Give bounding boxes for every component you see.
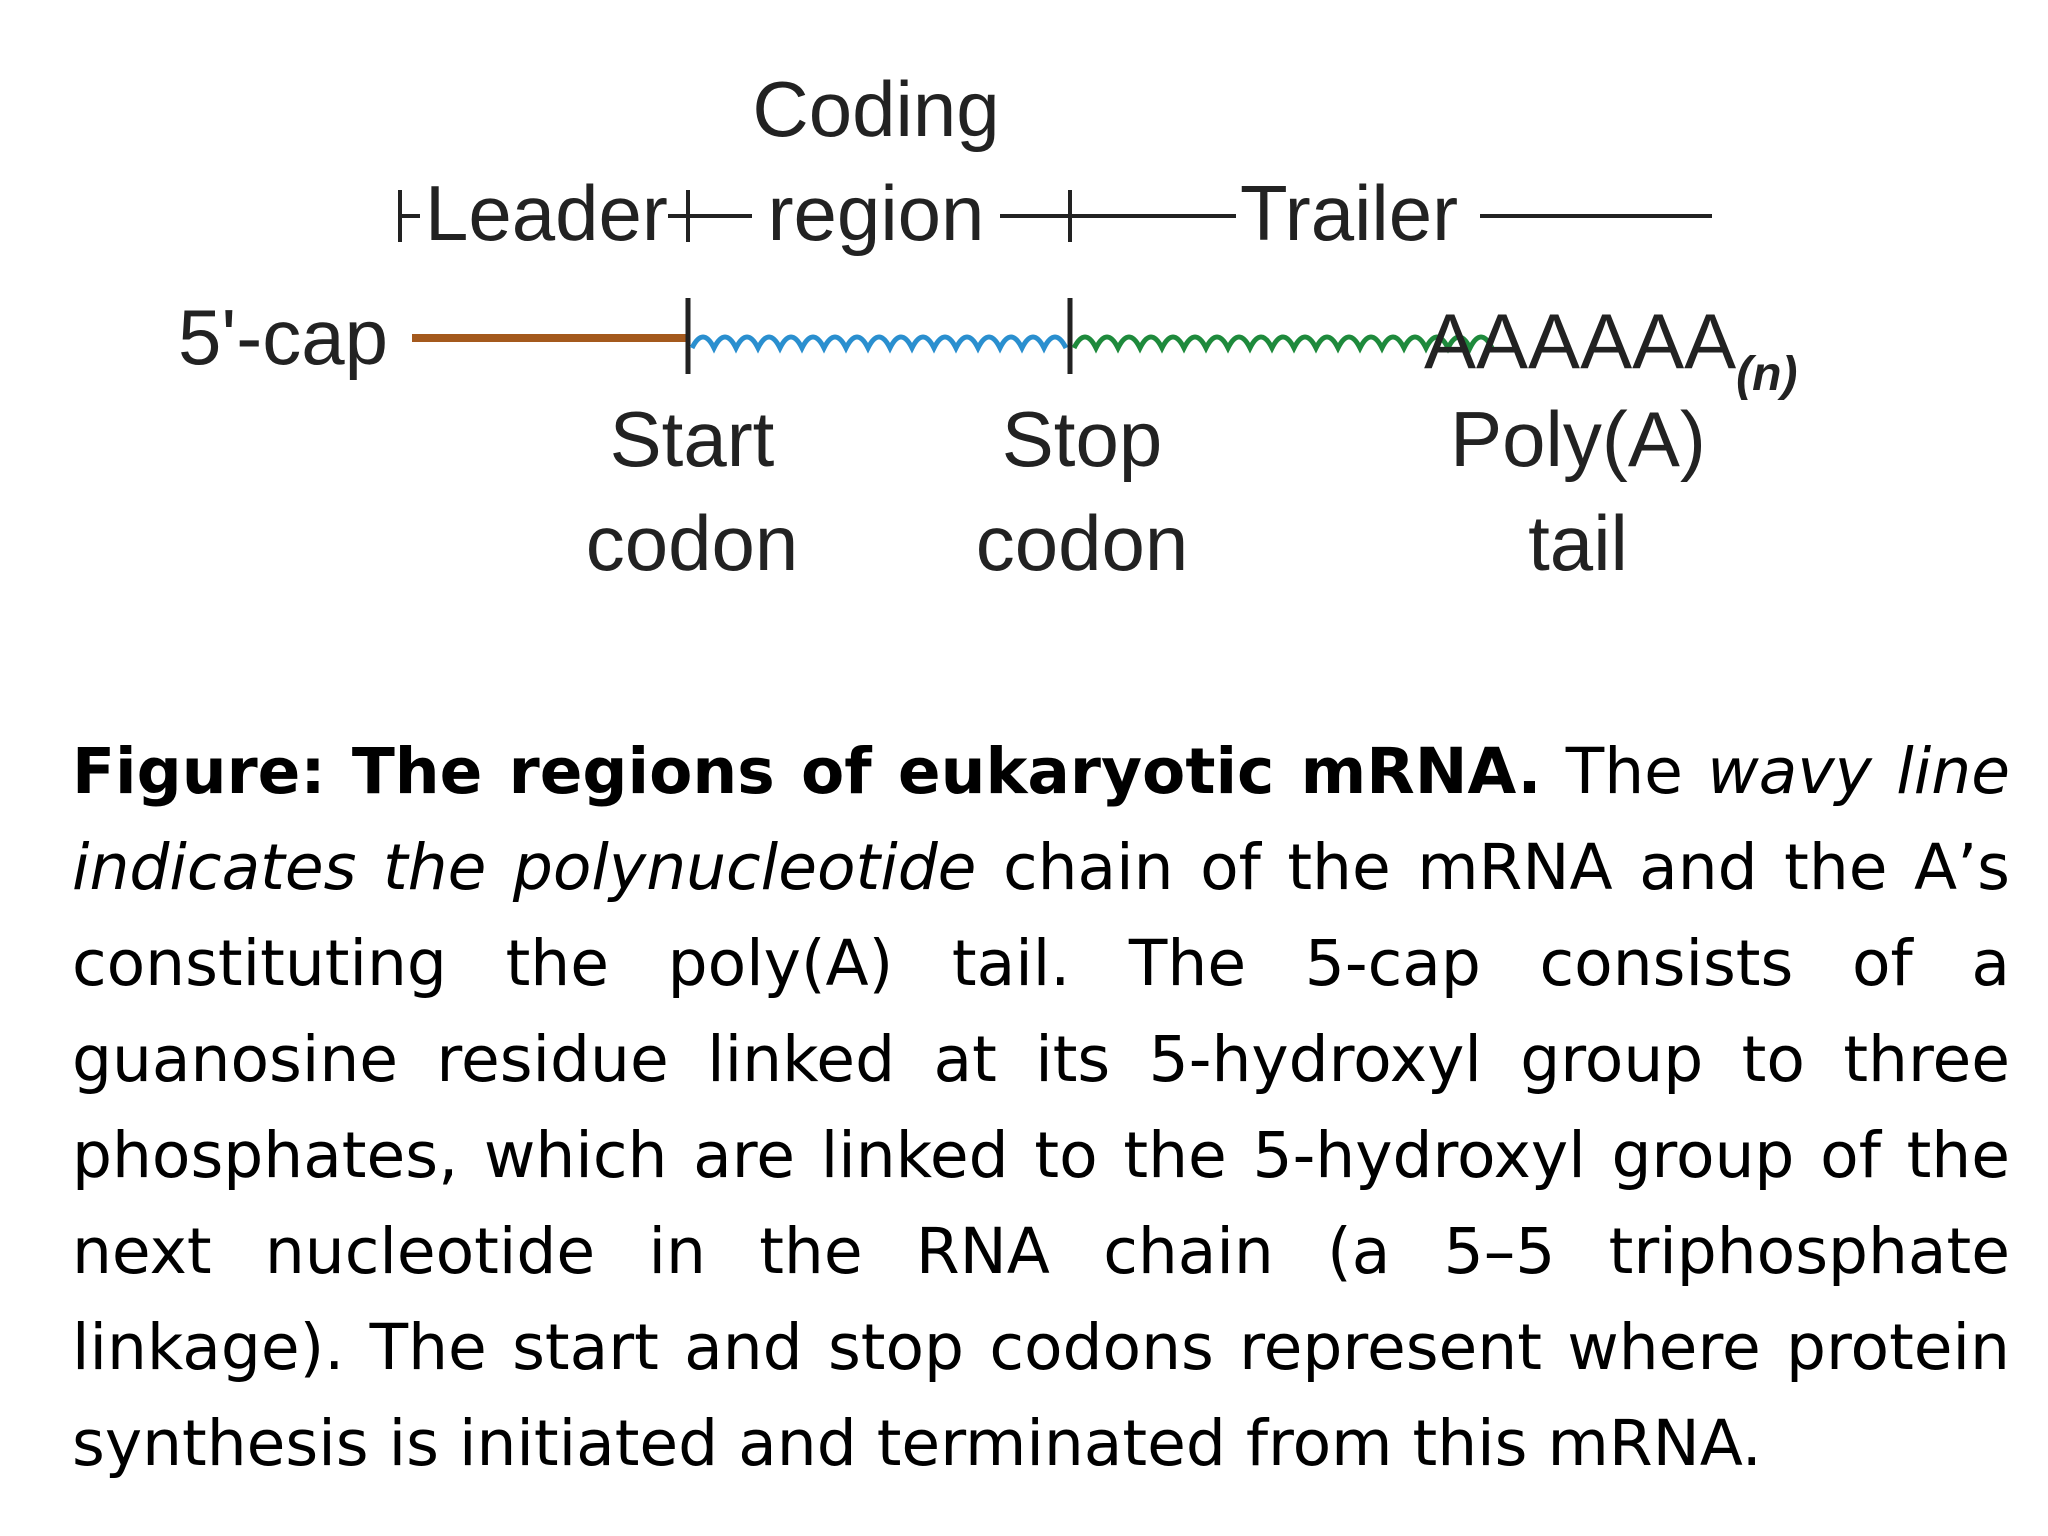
caption-text-1: The bbox=[1565, 735, 1683, 808]
polya-tail-label-line2: tail bbox=[1528, 499, 1628, 587]
start-codon-label-line2: codon bbox=[586, 499, 799, 587]
leader-label: Leader bbox=[425, 169, 668, 257]
polya-sequence: AAAAAA bbox=[1424, 297, 1736, 385]
caption-italic: wavy line indicates the polynucleotide bbox=[72, 735, 2010, 904]
trailer-wave bbox=[1071, 334, 1495, 354]
coding-region-label-line2: region bbox=[768, 169, 985, 257]
mrna-diagram: Leader Coding region Trailer 5'-cap AAAA… bbox=[178, 65, 1797, 587]
stop-codon-label-line2: codon bbox=[976, 499, 1189, 587]
trailer-label: Trailer bbox=[1240, 169, 1458, 257]
caption-text-2: chain of the mRNA and the A’s constituti… bbox=[72, 831, 2010, 1480]
polya-sequence-label: AAAAAA(n) bbox=[1424, 297, 1797, 401]
stop-codon-label-line1: Stop bbox=[1002, 395, 1162, 483]
five-prime-cap-label: 5'-cap bbox=[178, 293, 388, 381]
figure-caption: Figure: The regions of eukaryotic mRNA. … bbox=[72, 724, 2010, 1492]
coding-region-label-line1: Coding bbox=[752, 65, 999, 153]
caption-title: Figure: The regions of eukaryotic mRNA. bbox=[72, 735, 1542, 808]
coding-wave bbox=[689, 334, 1069, 354]
polya-tail-label-line1: Poly(A) bbox=[1450, 395, 1706, 483]
start-codon-label-line1: Start bbox=[610, 395, 775, 483]
polya-subscript: (n) bbox=[1736, 348, 1797, 401]
